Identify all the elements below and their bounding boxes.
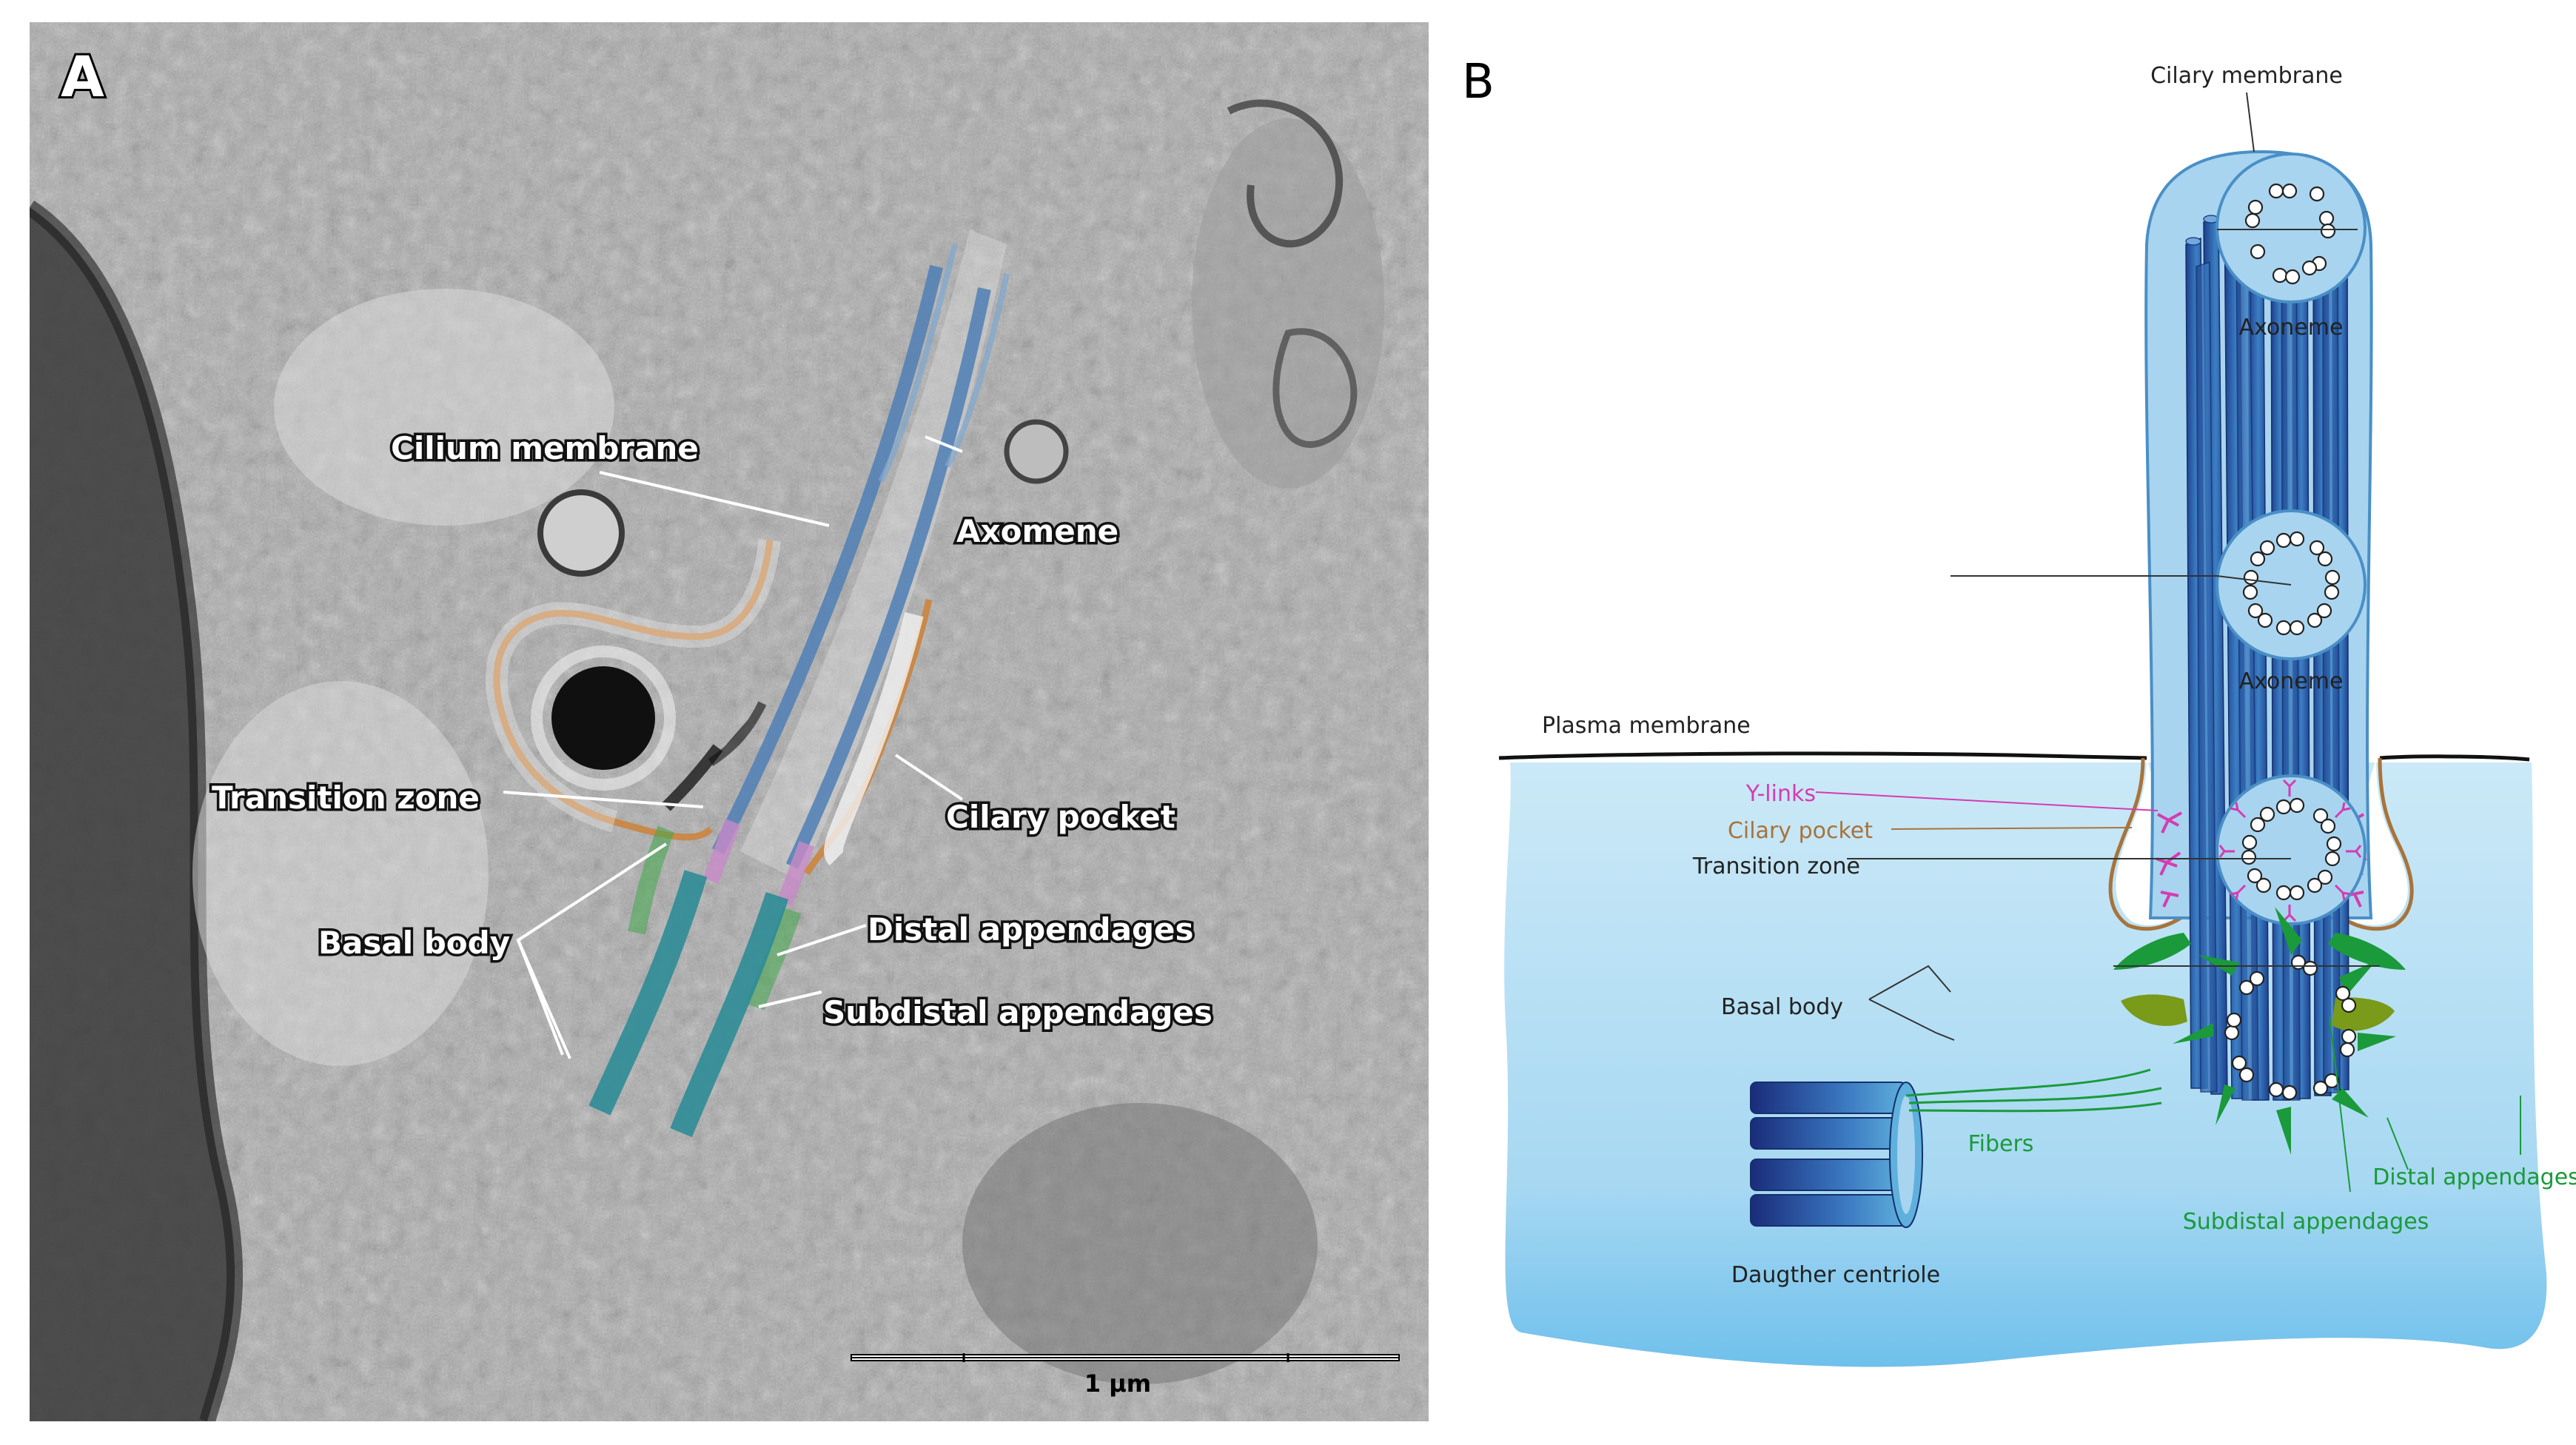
label-cilary-pocket-b: Cilary pocket (1728, 818, 1873, 844)
label-cilium-membrane: Cilium membrane (391, 430, 699, 466)
scale-bar: 1 μm (851, 1353, 1400, 1398)
label-distal-appendages-b: Distal appendages (2372, 1164, 2576, 1190)
label-subdistal-appendages-a: Subdistal appendages (823, 994, 1212, 1030)
cross-section-top (2216, 152, 2367, 304)
daughter-centriole (1750, 1082, 1923, 1228)
label-basal-body-a: Basal body (318, 925, 510, 961)
cross-section-basal (2173, 907, 2396, 1155)
label-transition-zone-b: Transition zone (1692, 854, 1860, 879)
label-cilary-pocket-a: Cilary pocket (946, 799, 1175, 835)
panel-a-letter: A (61, 44, 104, 110)
panel-a-micrograph: Cilium membrane Axomene Transition zone … (30, 22, 1429, 1421)
distal-appendages (2113, 933, 2406, 970)
label-axoneme-mid: Axoneme (2239, 668, 2344, 694)
scale-bar-label: 1 μm (1084, 1369, 1151, 1398)
label-y-links: Y-links (1745, 781, 1816, 807)
label-axomene: Axomene (956, 513, 1118, 549)
panel-b-letter: B (1462, 55, 1495, 110)
label-basal-body-b: Basal body (1721, 994, 1843, 1020)
label-subdistal-appendages-b: Subdistal appendages (2183, 1209, 2429, 1235)
cross-section-transition (2216, 774, 2367, 925)
label-plasma-membrane: Plasma membrane (1542, 713, 1751, 739)
label-fibers: Fibers (1968, 1131, 2034, 1157)
label-transition-zone-a: Transition zone (212, 780, 480, 816)
panel-b-schematic: Cilary membrane Axoneme Axoneme Plasma m… (1462, 55, 2576, 1367)
label-daughter-centriole: Daugther centriole (1731, 1262, 1940, 1288)
label-axoneme-top: Axoneme (2239, 315, 2344, 341)
label-cilary-membrane: Cilary membrane (2150, 63, 2343, 89)
label-distal-appendages-a: Distal appendages (868, 911, 1194, 948)
